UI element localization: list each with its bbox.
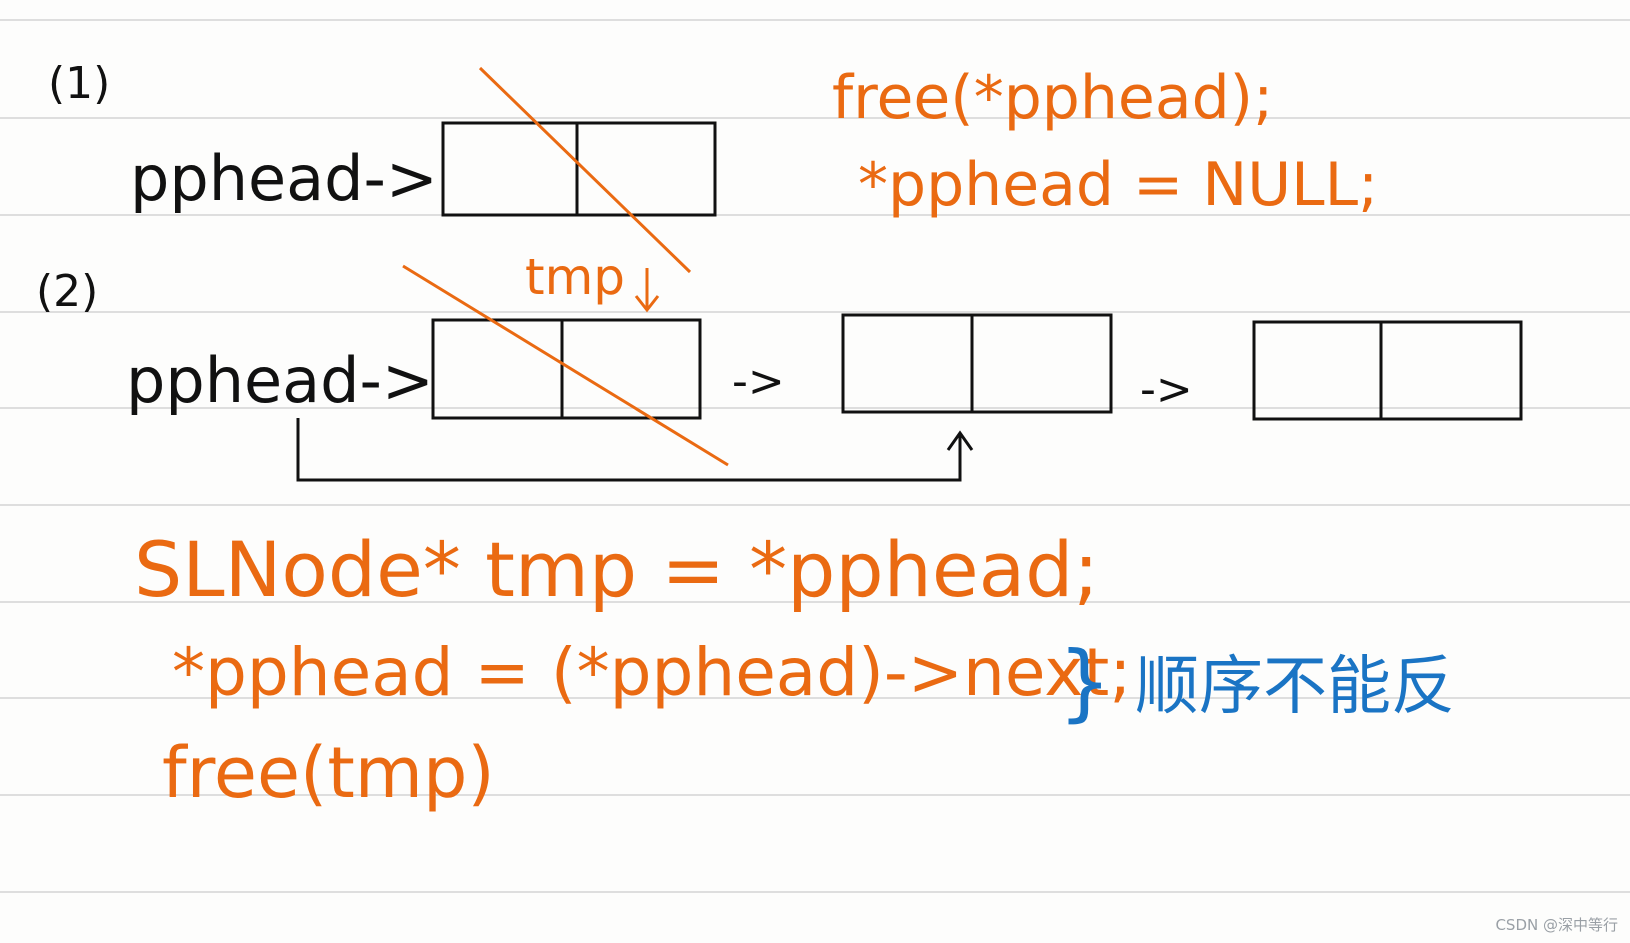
watermark: CSDN @深中等行: [1495, 916, 1618, 934]
section1-label: (1): [48, 58, 111, 109]
section2-pointer: pphead->: [126, 344, 434, 417]
node-s2-c: [1252, 320, 1523, 421]
code-line-1: SLNode* tmp = *pphead;: [134, 525, 1099, 614]
brace-mark: }: [1058, 633, 1112, 731]
link-arrow-2: ->: [1140, 364, 1193, 415]
section2-label: (2): [36, 266, 99, 317]
tmp-down-arrow: [634, 268, 660, 313]
strike-s2: [402, 264, 729, 467]
strike-s1: [478, 66, 692, 274]
redirect-arrow: [296, 418, 974, 482]
node-s2-a: [431, 318, 702, 420]
section1-pointer: pphead->: [130, 142, 438, 215]
link-arrow-1: ->: [732, 356, 785, 407]
code-line-3: free(tmp): [162, 732, 495, 814]
node-s2-b: [841, 313, 1113, 414]
section1-code-line1: free(*pphead);: [832, 63, 1274, 133]
tmp-label: tmp: [525, 248, 626, 306]
code-line-2: *pphead = (*pphead)->next;: [172, 634, 1132, 711]
section1-code-line2: *pphead = NULL;: [858, 150, 1379, 220]
node-s1: [441, 121, 717, 217]
order-note: 顺序不能反: [1135, 650, 1455, 724]
